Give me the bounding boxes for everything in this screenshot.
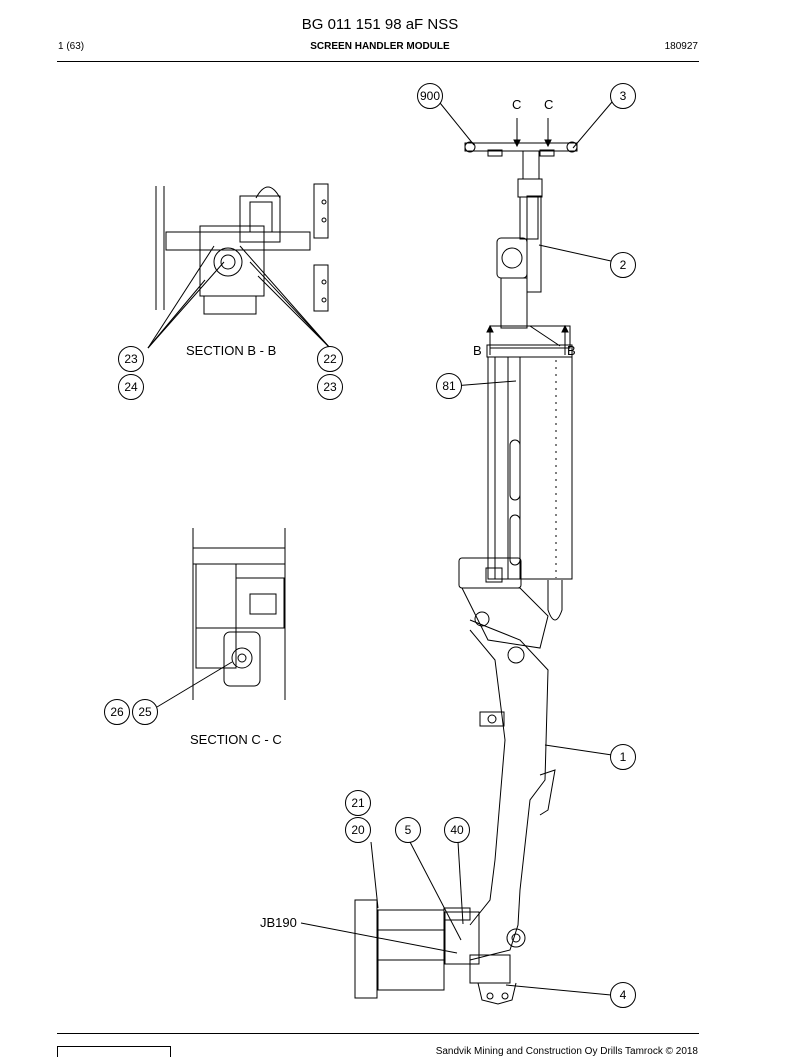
footer-rule (57, 1033, 699, 1034)
callout-2: 2 (610, 252, 636, 278)
mast-main (486, 325, 573, 621)
callout-23-lower: 23 (317, 374, 343, 400)
page-number: 1 (63) (58, 41, 85, 52)
header-rule (57, 61, 699, 62)
section-arrows (486, 139, 569, 355)
section-cc-detail (192, 528, 286, 700)
callout-24: 24 (118, 374, 144, 400)
callout-26: 26 (104, 699, 130, 725)
jb-label: JB190 (260, 915, 297, 930)
callout-40: 40 (444, 817, 470, 843)
view-letter-b-right: B (567, 343, 576, 358)
base-foot (354, 899, 517, 1005)
doc-code: 180927 (664, 41, 698, 52)
callout-21: 21 (345, 790, 371, 816)
callout-20: 20 (345, 817, 371, 843)
top-crossbar (464, 118, 578, 157)
doc-title: BG 011 151 98 aF NSS (301, 16, 459, 33)
callout-25: 25 (132, 699, 158, 725)
view-letter-c-left: C (512, 97, 522, 112)
mast-upper (496, 150, 543, 329)
callout-22: 22 (317, 346, 343, 372)
footer-logo (57, 1046, 171, 1057)
callout-23-upper: 23 (118, 346, 144, 372)
callout-1: 1 (610, 744, 636, 770)
leader-lines (147, 97, 613, 996)
module-name: SCREEN HANDLER MODULE (310, 41, 450, 52)
section-cc-label: SECTION C - C (190, 732, 282, 747)
callout-5: 5 (395, 817, 421, 843)
callout-81: 81 (436, 373, 462, 399)
section-bb-detail (155, 183, 329, 315)
callout-900: 900 (417, 83, 443, 109)
view-letter-c-right: C (544, 97, 554, 112)
callout-3: 3 (610, 83, 636, 109)
view-letter-b-left: B (473, 343, 482, 358)
boom (443, 557, 556, 961)
section-bb-label: SECTION B - B (186, 343, 277, 358)
footer-copyright: Sandvik Mining and Construction Oy Drill… (435, 1046, 698, 1057)
callout-4: 4 (610, 982, 636, 1008)
